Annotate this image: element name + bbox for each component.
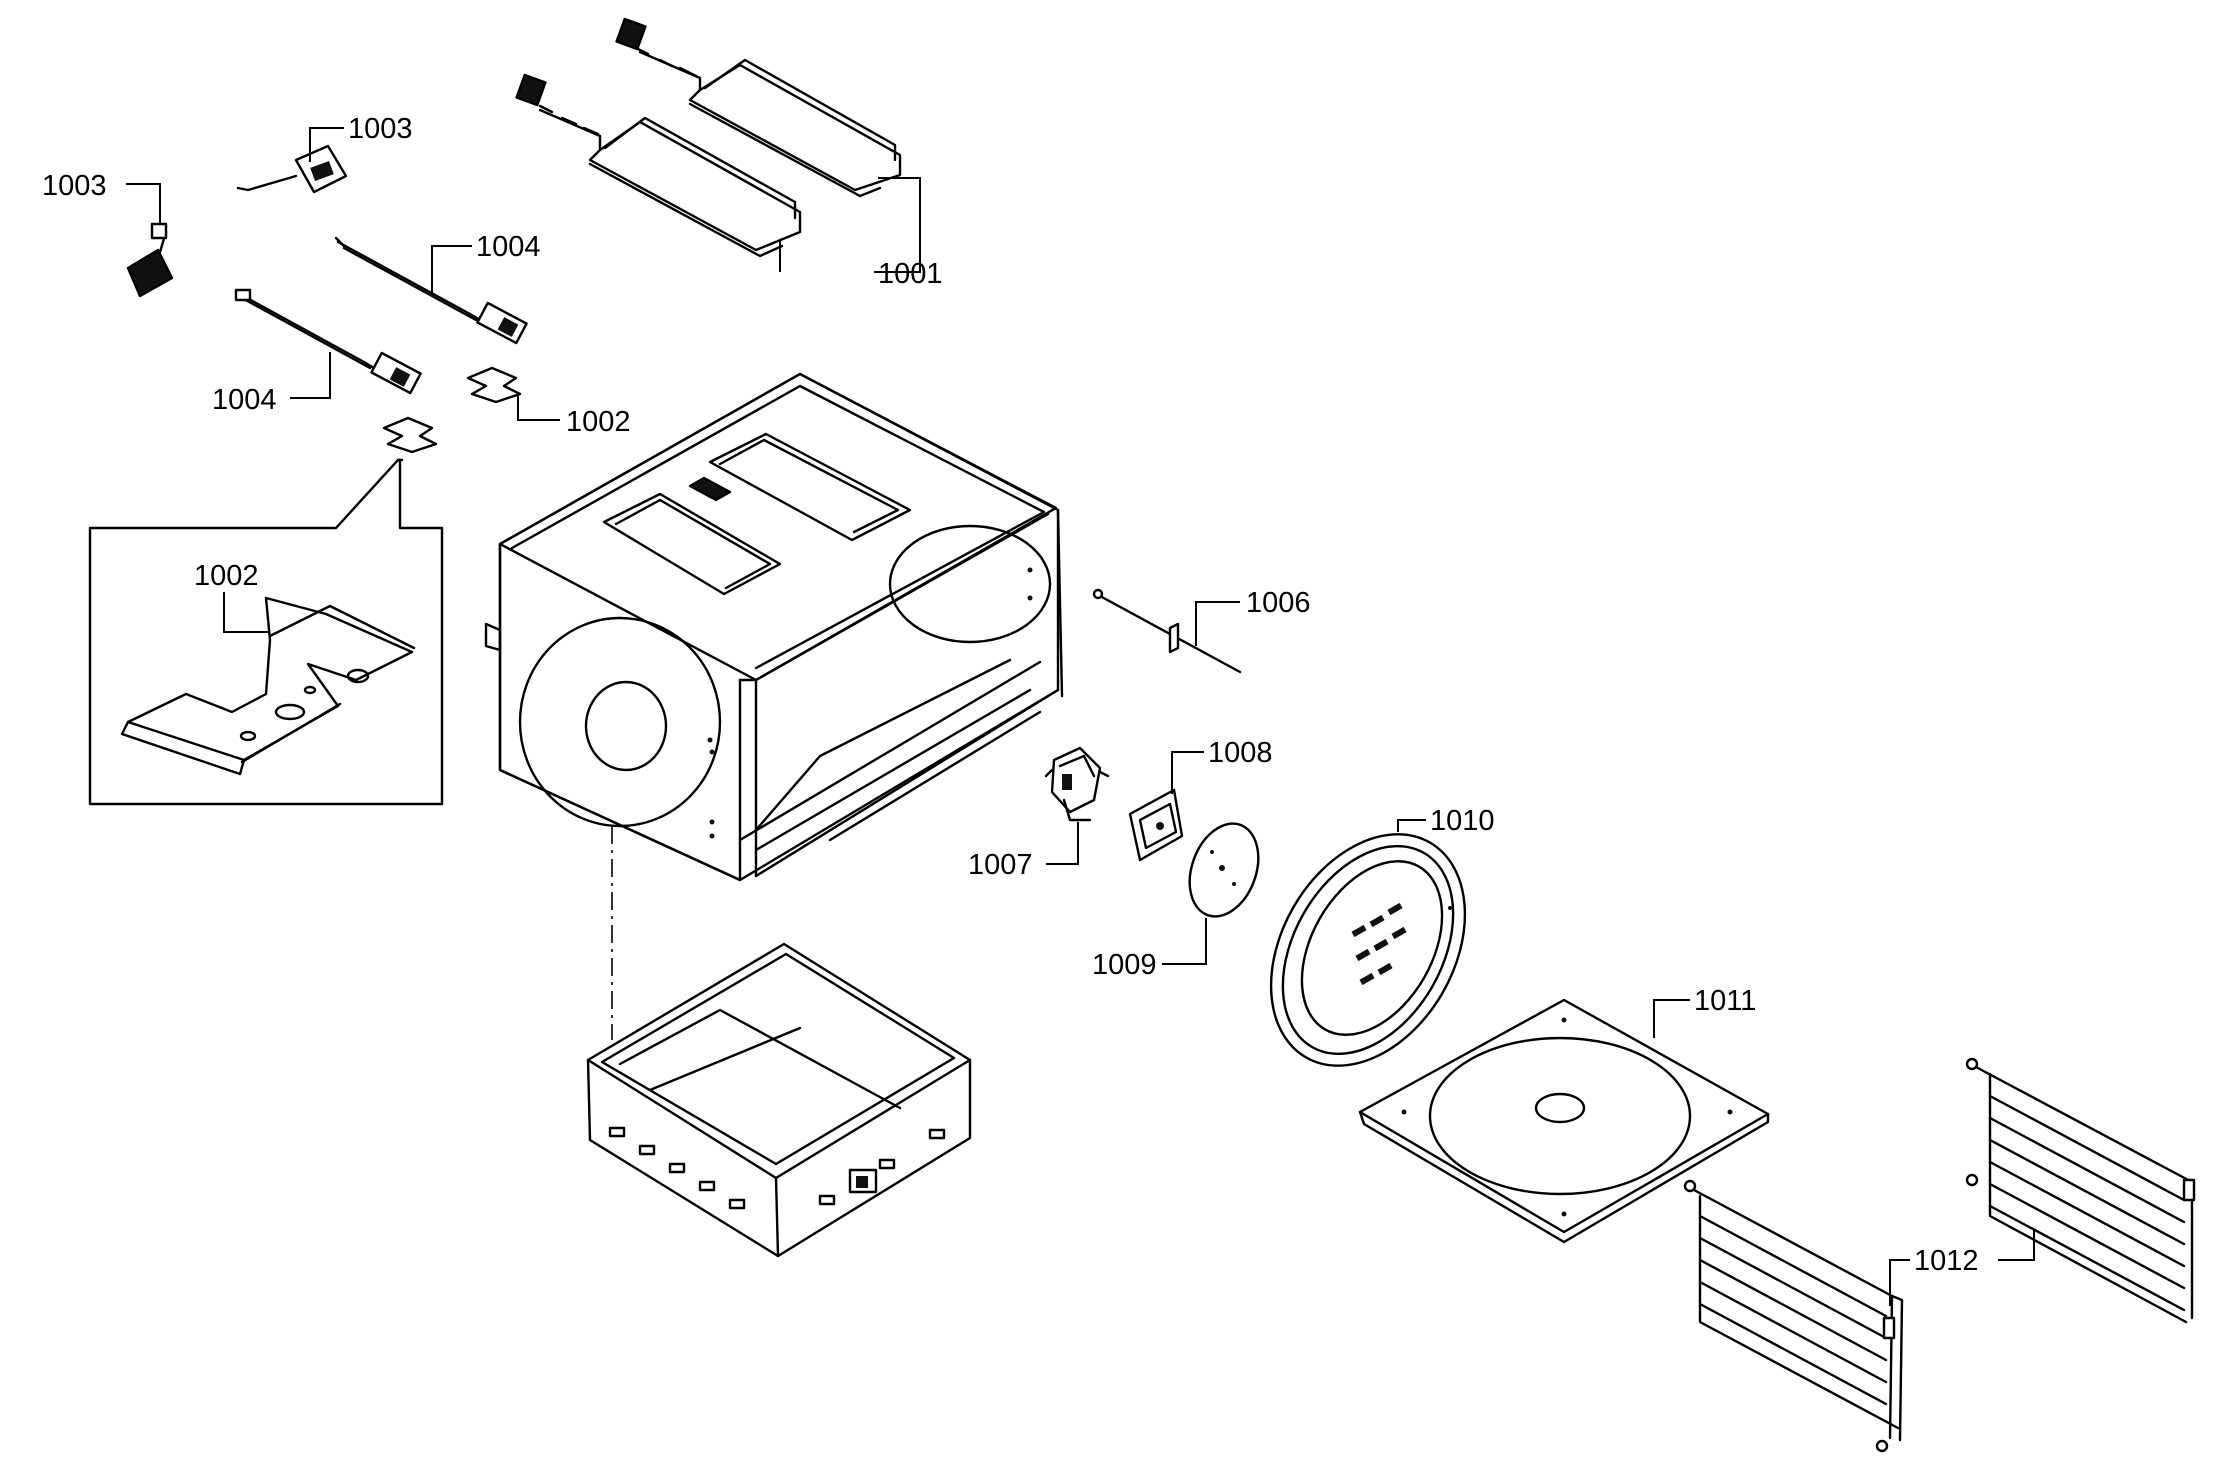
leader-1001 [779,177,921,273]
part-1003-left [126,183,174,298]
leader-1011 [1653,999,1690,1038]
callout-1003-top: 1003 [348,113,413,145]
part-1004-lower [234,288,422,399]
part-1003-top [236,127,348,194]
callout-1007: 1007 [968,849,1033,881]
detail-inset-1002 [88,458,444,806]
callout-1011: 1011 [1694,985,1756,1017]
leader-1012 [1889,1230,2035,1306]
callout-1012: 1012 [1914,1245,1979,1277]
oven-cavity [484,372,1064,1040]
fan-cover-vents [1351,902,1407,986]
leader-1002-upper [517,392,560,421]
part-1002-upper [466,366,560,421]
part-1009-disc [1162,822,1260,965]
leader-1003-left [126,183,161,224]
callout-labels: 1001 1002 1002 1003 1003 1004 1004 1006 … [42,113,1979,1277]
callout-1009: 1009 [1092,949,1157,981]
part-1002-lower [382,416,438,454]
callout-1001: 1001 [878,258,943,290]
callout-1002-upper: 1002 [566,406,631,438]
leader-1008 [1171,751,1204,794]
callout-1002-detail: 1002 [194,560,259,592]
callout-1004-lower: 1004 [212,384,277,416]
housing-front [515,73,802,258]
part-1012-rack-right [1965,1057,2196,1324]
part-1012-rack-left [1683,1179,1904,1453]
bottom-tray [586,942,972,1258]
leader-1007 [1046,822,1079,865]
leader-1009 [1162,918,1207,965]
leader-1004-upper [431,245,472,296]
tray-slots [608,1126,946,1210]
callout-1006: 1006 [1246,587,1311,619]
part-1010-fan-cover [1269,819,1467,1067]
part-1011-plate [1358,998,1770,1244]
part-1004-upper [334,236,528,345]
leader-1010 [1397,819,1426,832]
callout-1004-upper: 1004 [476,231,541,263]
leader-1003-top [309,127,344,162]
leader-1006 [1195,601,1240,646]
leader-1004-lower [290,352,331,399]
part-1001-housings [515,17,921,273]
callout-1008: 1008 [1208,737,1273,769]
housing-back [615,17,902,198]
part-1008-plate [1128,751,1204,862]
callout-1010: 1010 [1430,805,1495,837]
part-1007-motor [1044,746,1110,865]
callout-1003-left: 1003 [42,170,107,202]
part-1006-probe [1092,588,1242,674]
leader-1002-detail [223,592,268,633]
